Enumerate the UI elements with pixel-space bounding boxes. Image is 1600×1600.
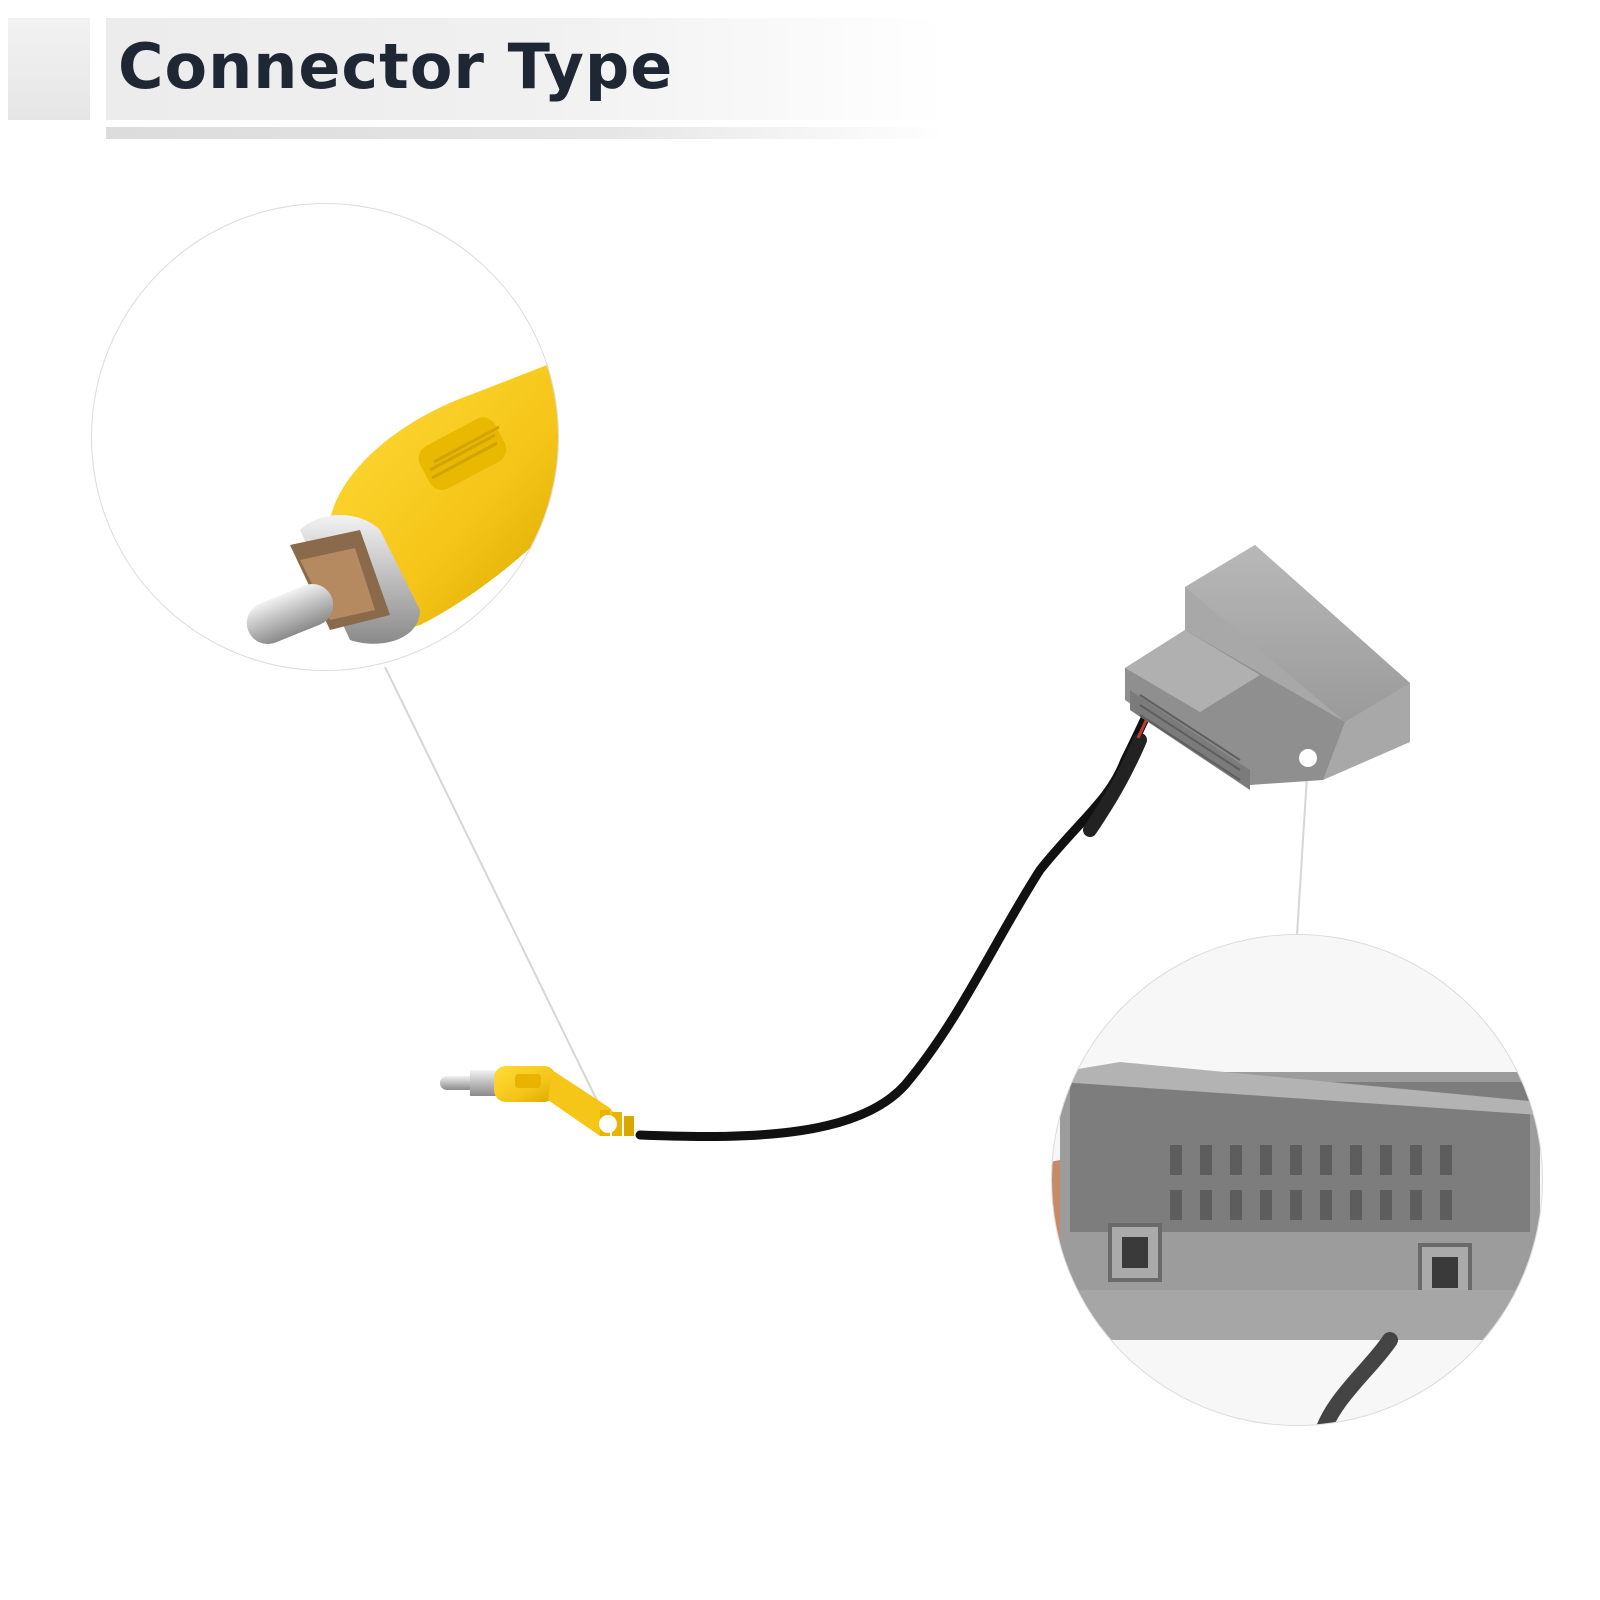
callout-dot-rca (599, 1115, 617, 1133)
callout-line-connector (1296, 759, 1309, 936)
header-band (106, 18, 946, 120)
rca-plug-icon (440, 1066, 634, 1136)
zoom-circle-rca (91, 203, 559, 671)
page-title: Connector Type (118, 30, 674, 103)
header-underline (106, 127, 946, 139)
callout-dot-connector (1299, 749, 1317, 767)
header-accent-block (8, 18, 90, 120)
callout-line-rca (384, 666, 609, 1124)
zoom-circle-connector (1051, 934, 1543, 1426)
multi-pin-connector-icon (1125, 545, 1410, 790)
cable (635, 707, 1153, 1142)
